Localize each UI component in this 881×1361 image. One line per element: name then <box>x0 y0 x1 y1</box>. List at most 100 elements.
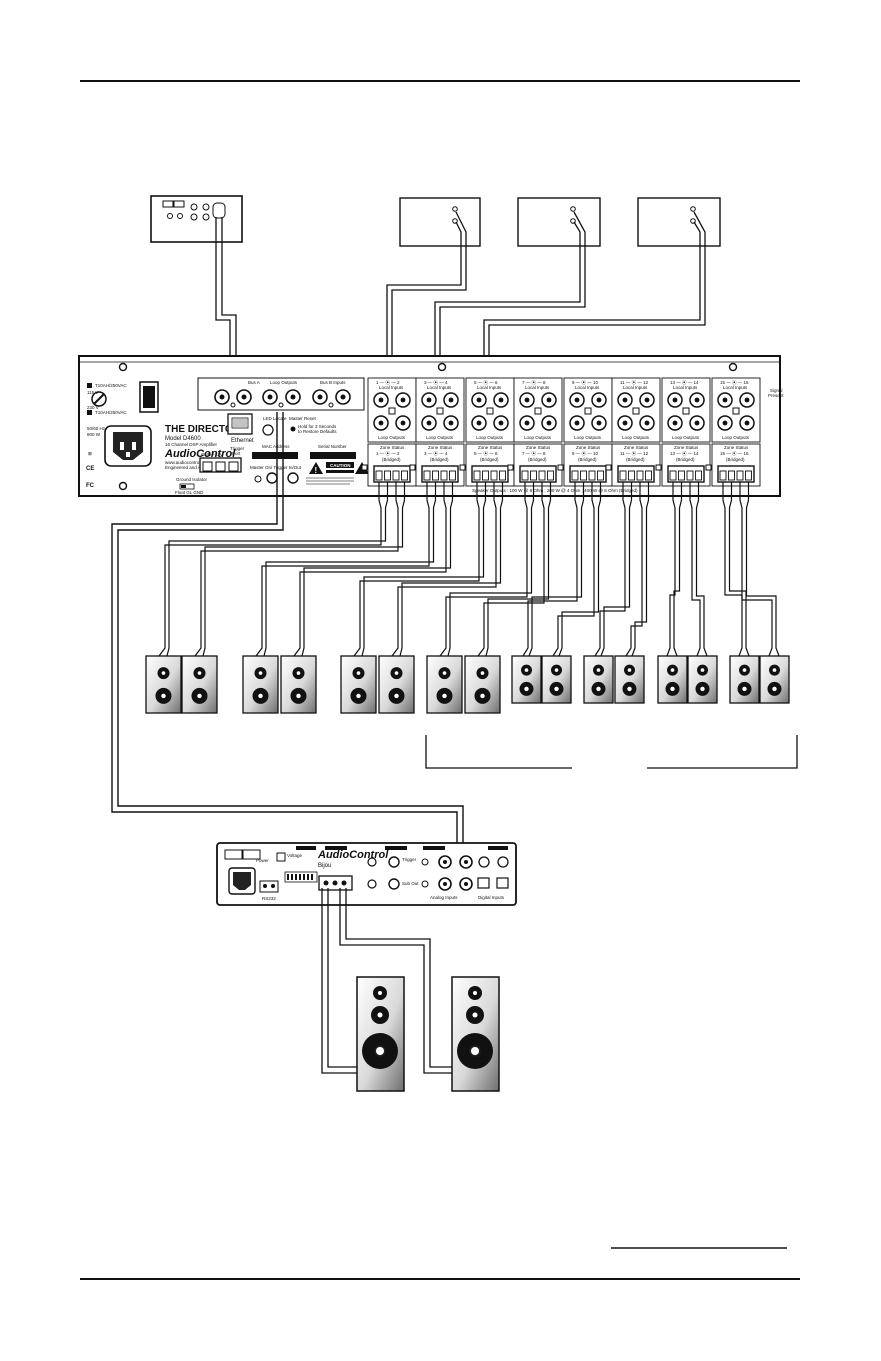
bijou-sub-out-label: Sub Out <box>402 881 419 886</box>
speaker-cabinet-icon <box>541 655 572 704</box>
speaker-cabinet-body <box>657 655 688 704</box>
led-locate-button[interactable] <box>262 424 274 436</box>
zone-speaker-wires <box>158 482 780 657</box>
rca-jack-center <box>596 420 602 426</box>
rca-jack-center <box>722 420 728 426</box>
woofer-center <box>742 686 747 692</box>
zone-loop-outputs-label: Loop Outputs <box>426 435 454 440</box>
terminal-slot <box>392 470 400 481</box>
speaker-cabinet-body <box>759 655 790 704</box>
iec-power-inlet-icon[interactable] <box>228 867 256 895</box>
speaker-cabinet-body <box>426 655 463 714</box>
ethernet-port-icon[interactable] <box>227 413 253 435</box>
zone-status-numbers: 1 — ⦿ — 2 <box>376 450 400 457</box>
optical-input-icon[interactable] <box>496 877 509 889</box>
optical-input-icon[interactable] <box>477 877 490 889</box>
speaker-cabinet-body <box>687 655 718 704</box>
rca-jack-center <box>524 397 530 403</box>
zone-status-numbers: 11 — ⦿ — 12 <box>620 450 649 457</box>
speaker-terminal-icon[interactable] <box>667 465 705 483</box>
speaker-terminal-icon[interactable] <box>569 465 607 483</box>
woofer-center <box>700 686 705 692</box>
woofer-center <box>258 693 263 699</box>
rca-jack-center <box>574 420 580 426</box>
terminal-slot <box>547 470 554 481</box>
rca-jack-center <box>644 397 650 403</box>
tweeter-center <box>258 671 263 675</box>
ground-isolator-switch[interactable] <box>179 483 195 490</box>
ground-isolator-positions: Float GL GND <box>175 490 204 495</box>
iec-power-inlet-icon[interactable] <box>104 425 152 467</box>
speaker-cabinet-icon <box>378 655 415 714</box>
speaker-terminal-icon[interactable] <box>717 465 755 483</box>
bijou-voltage-switch[interactable] <box>276 852 286 862</box>
bijou-trigger-terminal[interactable] <box>259 880 279 893</box>
trigger-port-label-2: Port <box>232 451 241 456</box>
bijou-brand: AudioControl <box>317 849 389 861</box>
woofer-center <box>596 686 601 692</box>
speaker-terminal-icon[interactable] <box>373 465 411 483</box>
terminal-slot <box>401 470 408 481</box>
terminal-slot <box>580 470 587 481</box>
caution-label: CAUTION <box>330 463 351 468</box>
zone-bridged-label: (Bridged) <box>480 457 499 462</box>
zone-level-marker <box>534 407 542 415</box>
dip-switch-bank[interactable] <box>284 871 318 883</box>
rca-jack-center <box>476 420 482 426</box>
rca-jack-icon[interactable] <box>388 856 400 868</box>
voltage-selector-icon[interactable] <box>91 391 107 407</box>
woofer-center <box>296 693 301 699</box>
rca-jack-center <box>400 397 406 403</box>
bijou-speaker-terminal[interactable] <box>318 875 353 891</box>
speaker-terminal-icon[interactable] <box>519 465 557 483</box>
speaker-wire <box>202 482 406 657</box>
bijou-power-switch[interactable] <box>224 849 243 860</box>
fuse-115-label: T10AH/250VAC <box>95 383 127 388</box>
speaker-terminal-icon[interactable] <box>421 465 459 483</box>
terminal-slot <box>669 470 677 481</box>
source-box-3 <box>637 197 721 247</box>
zone-level-marker <box>388 407 396 415</box>
speaker-cabinet-body <box>464 655 501 714</box>
zone-loop-outputs-label: Loop Outputs <box>574 435 602 440</box>
speaker-wire <box>594 482 626 657</box>
trigger-jack-icon[interactable] <box>266 472 278 484</box>
speaker-wire <box>293 482 447 657</box>
rca-jack-center <box>744 420 750 426</box>
zone-status-numbers: 7 — ⦿ — 8 <box>522 450 546 457</box>
speaker-wire <box>522 482 578 657</box>
speaker-wire <box>558 482 602 657</box>
director-web: www.audiocontrol.com <box>165 460 210 465</box>
terminal-slot <box>619 470 627 481</box>
zone-local-inputs-label: Local Inputs <box>623 385 648 390</box>
terminal-slot <box>375 470 383 481</box>
fuse-230-label: T10AH/250VAC <box>95 410 127 415</box>
terminal-slot <box>384 470 391 481</box>
ground-isolator-label: Ground Isolator <box>176 477 208 482</box>
mac-address-label: MAC Address <box>262 444 290 449</box>
fuse-230-marker <box>87 410 92 415</box>
speaker-cabinet-body <box>583 655 614 704</box>
zone-loop-outputs-label: Loop Outputs <box>476 435 504 440</box>
speaker-terminal-icon[interactable] <box>471 465 509 483</box>
trigger-terminal[interactable] <box>199 457 242 473</box>
speaker-wire <box>666 482 676 657</box>
rca-jack-icon[interactable] <box>214 389 351 405</box>
speaker-wire <box>625 482 643 657</box>
bijou-feed-cable <box>111 412 464 878</box>
speaker-cabinet-icon <box>145 655 182 714</box>
tweeter-center <box>742 668 747 672</box>
zone-input-panel <box>711 377 761 443</box>
speaker-cabinet-body <box>242 655 279 714</box>
caution-triangle-icon: ! <box>309 462 323 475</box>
terminal-slot <box>449 470 456 481</box>
rca-jack-center <box>744 397 750 403</box>
master-reset-button[interactable] <box>290 426 296 432</box>
bijou-power-label: Power <box>256 858 269 863</box>
rca-jack-icon[interactable] <box>388 878 400 890</box>
terminal-slot <box>728 470 735 481</box>
speaker-terminal-icon[interactable] <box>617 465 655 483</box>
rca-jack-center <box>596 397 602 403</box>
speaker-cabinet-body <box>729 655 760 704</box>
rca-jack-center <box>426 420 432 426</box>
